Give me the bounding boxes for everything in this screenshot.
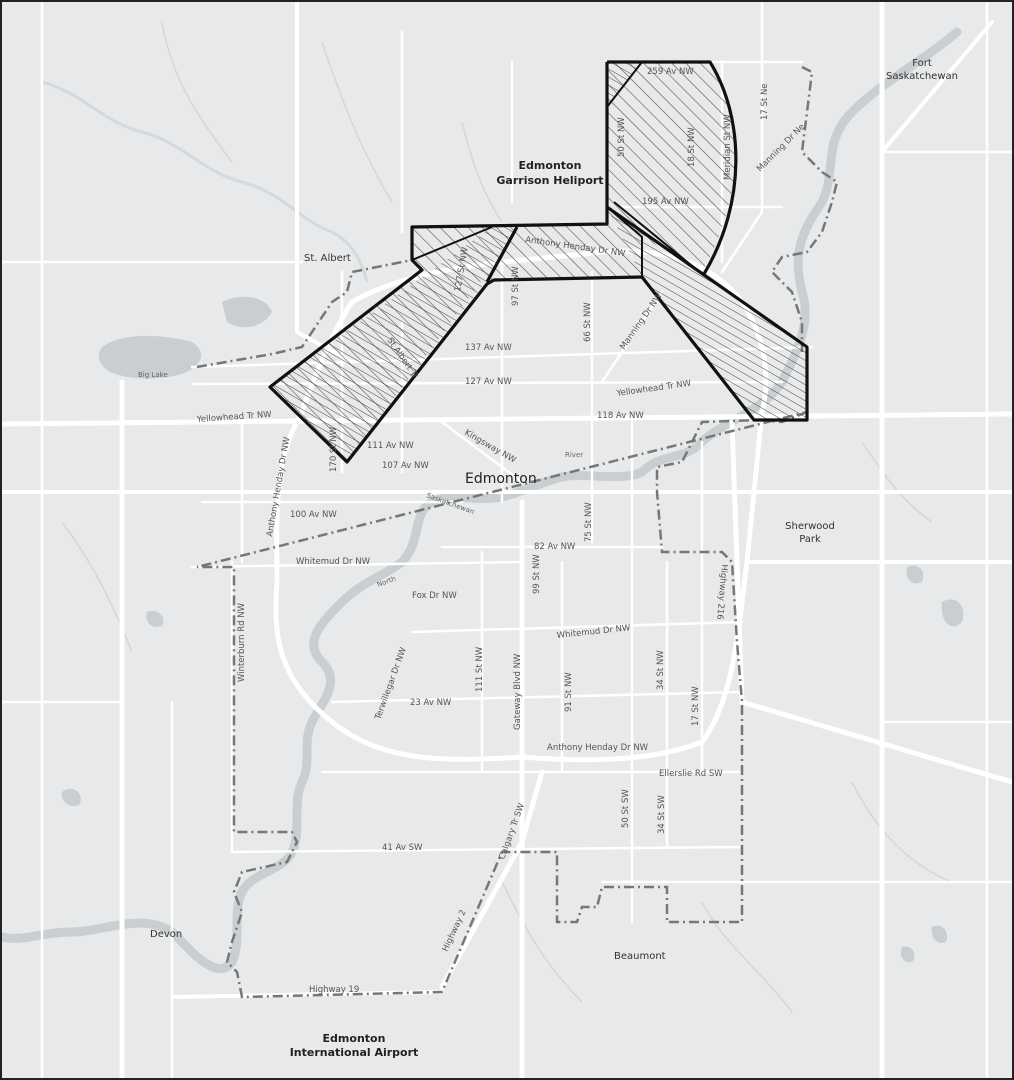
terrain-lines [61, 21, 953, 1013]
label-river: River [565, 451, 583, 459]
label-17-st-nw: 17 St NW [691, 686, 701, 726]
label-fort-line2: Saskatchewan [886, 71, 958, 82]
label-50-st-sw: 50 St SW [621, 789, 631, 828]
label-34-st-sw: 34 St SW [657, 795, 667, 834]
label-big-lake: Big Lake [138, 371, 168, 379]
label-75-st: 75 St NW [584, 502, 594, 542]
label-111-av: 111 Av NW [367, 441, 414, 451]
label-195-av: 195 Av NW [642, 197, 689, 207]
label-highway-19: Highway 19 [309, 985, 359, 995]
label-118-av: 118 Av NW [597, 411, 644, 421]
label-winterburn: Winterburn Rd NW [237, 602, 247, 682]
sturgeon-river [41, 80, 369, 283]
label-137-av: 137 Av NW [465, 343, 512, 353]
label-whitemud-w: Whitemud Dr NW [296, 557, 371, 567]
label-41-av: 41 Av SW [382, 843, 423, 853]
north-saskatchewan-river [2, 27, 962, 973]
city-boundary [196, 65, 839, 999]
label-170-st: 170 St NW [329, 426, 339, 472]
label-82-av: 82 Av NW [534, 542, 576, 552]
zone-se-leg [607, 207, 807, 420]
label-18-st: 18 St NW [687, 127, 697, 167]
zone-sw-leg [270, 227, 517, 462]
label-fox-dr: Fox Dr NW [412, 591, 457, 601]
label-heliport-line2: Garrison Heliport [496, 174, 603, 187]
label-259-av: 259 Av NW [647, 67, 694, 77]
label-111-st: 111 St NW [475, 646, 485, 692]
label-sherwood-line2: Park [799, 534, 821, 545]
label-34-st-nw: 34 St NW [656, 650, 666, 690]
label-meridian: Meridian St NW [723, 114, 733, 180]
zone-heliport-circle [607, 62, 735, 272]
label-airport-line1: Edmonton [323, 1032, 386, 1045]
label-97-st: 97 St NW [511, 266, 521, 306]
approach-zone[interactable] [268, 60, 809, 464]
label-ellerslie: Ellerslie Rd SW [659, 769, 723, 779]
label-airport-line2: International Airport [290, 1046, 419, 1059]
label-91-st: 91 St NW [564, 672, 574, 712]
label-sherwood-line1: Sherwood [785, 521, 835, 532]
label-anthony-henday-s: Anthony Henday Dr NW [547, 743, 649, 753]
label-devon: Devon [150, 929, 182, 940]
label-beaumont: Beaumont [614, 951, 666, 962]
label-st-albert: St. Albert [304, 253, 351, 264]
label-107-av: 107 Av NW [382, 461, 429, 471]
label-highway-216: Highway 216 [714, 564, 729, 620]
label-heliport-line1: Edmonton [519, 159, 582, 172]
label-gateway: Gateway Blvd NW [513, 653, 523, 730]
label-17-st-ne: 17 St Ne [760, 83, 770, 120]
label-100-av: 100 Av NW [290, 510, 337, 520]
label-66-st: 66 St NW [583, 302, 593, 342]
label-edmonton: Edmonton [465, 471, 537, 487]
label-99-st: 99 St NW [532, 554, 542, 594]
label-23-av: 23 Av NW [410, 698, 452, 708]
label-fort-line1: Fort [912, 58, 932, 69]
water-bodies [61, 296, 964, 963]
label-50-st-nw-n: 50 St NW [617, 117, 627, 157]
label-127-av: 127 Av NW [465, 377, 512, 387]
